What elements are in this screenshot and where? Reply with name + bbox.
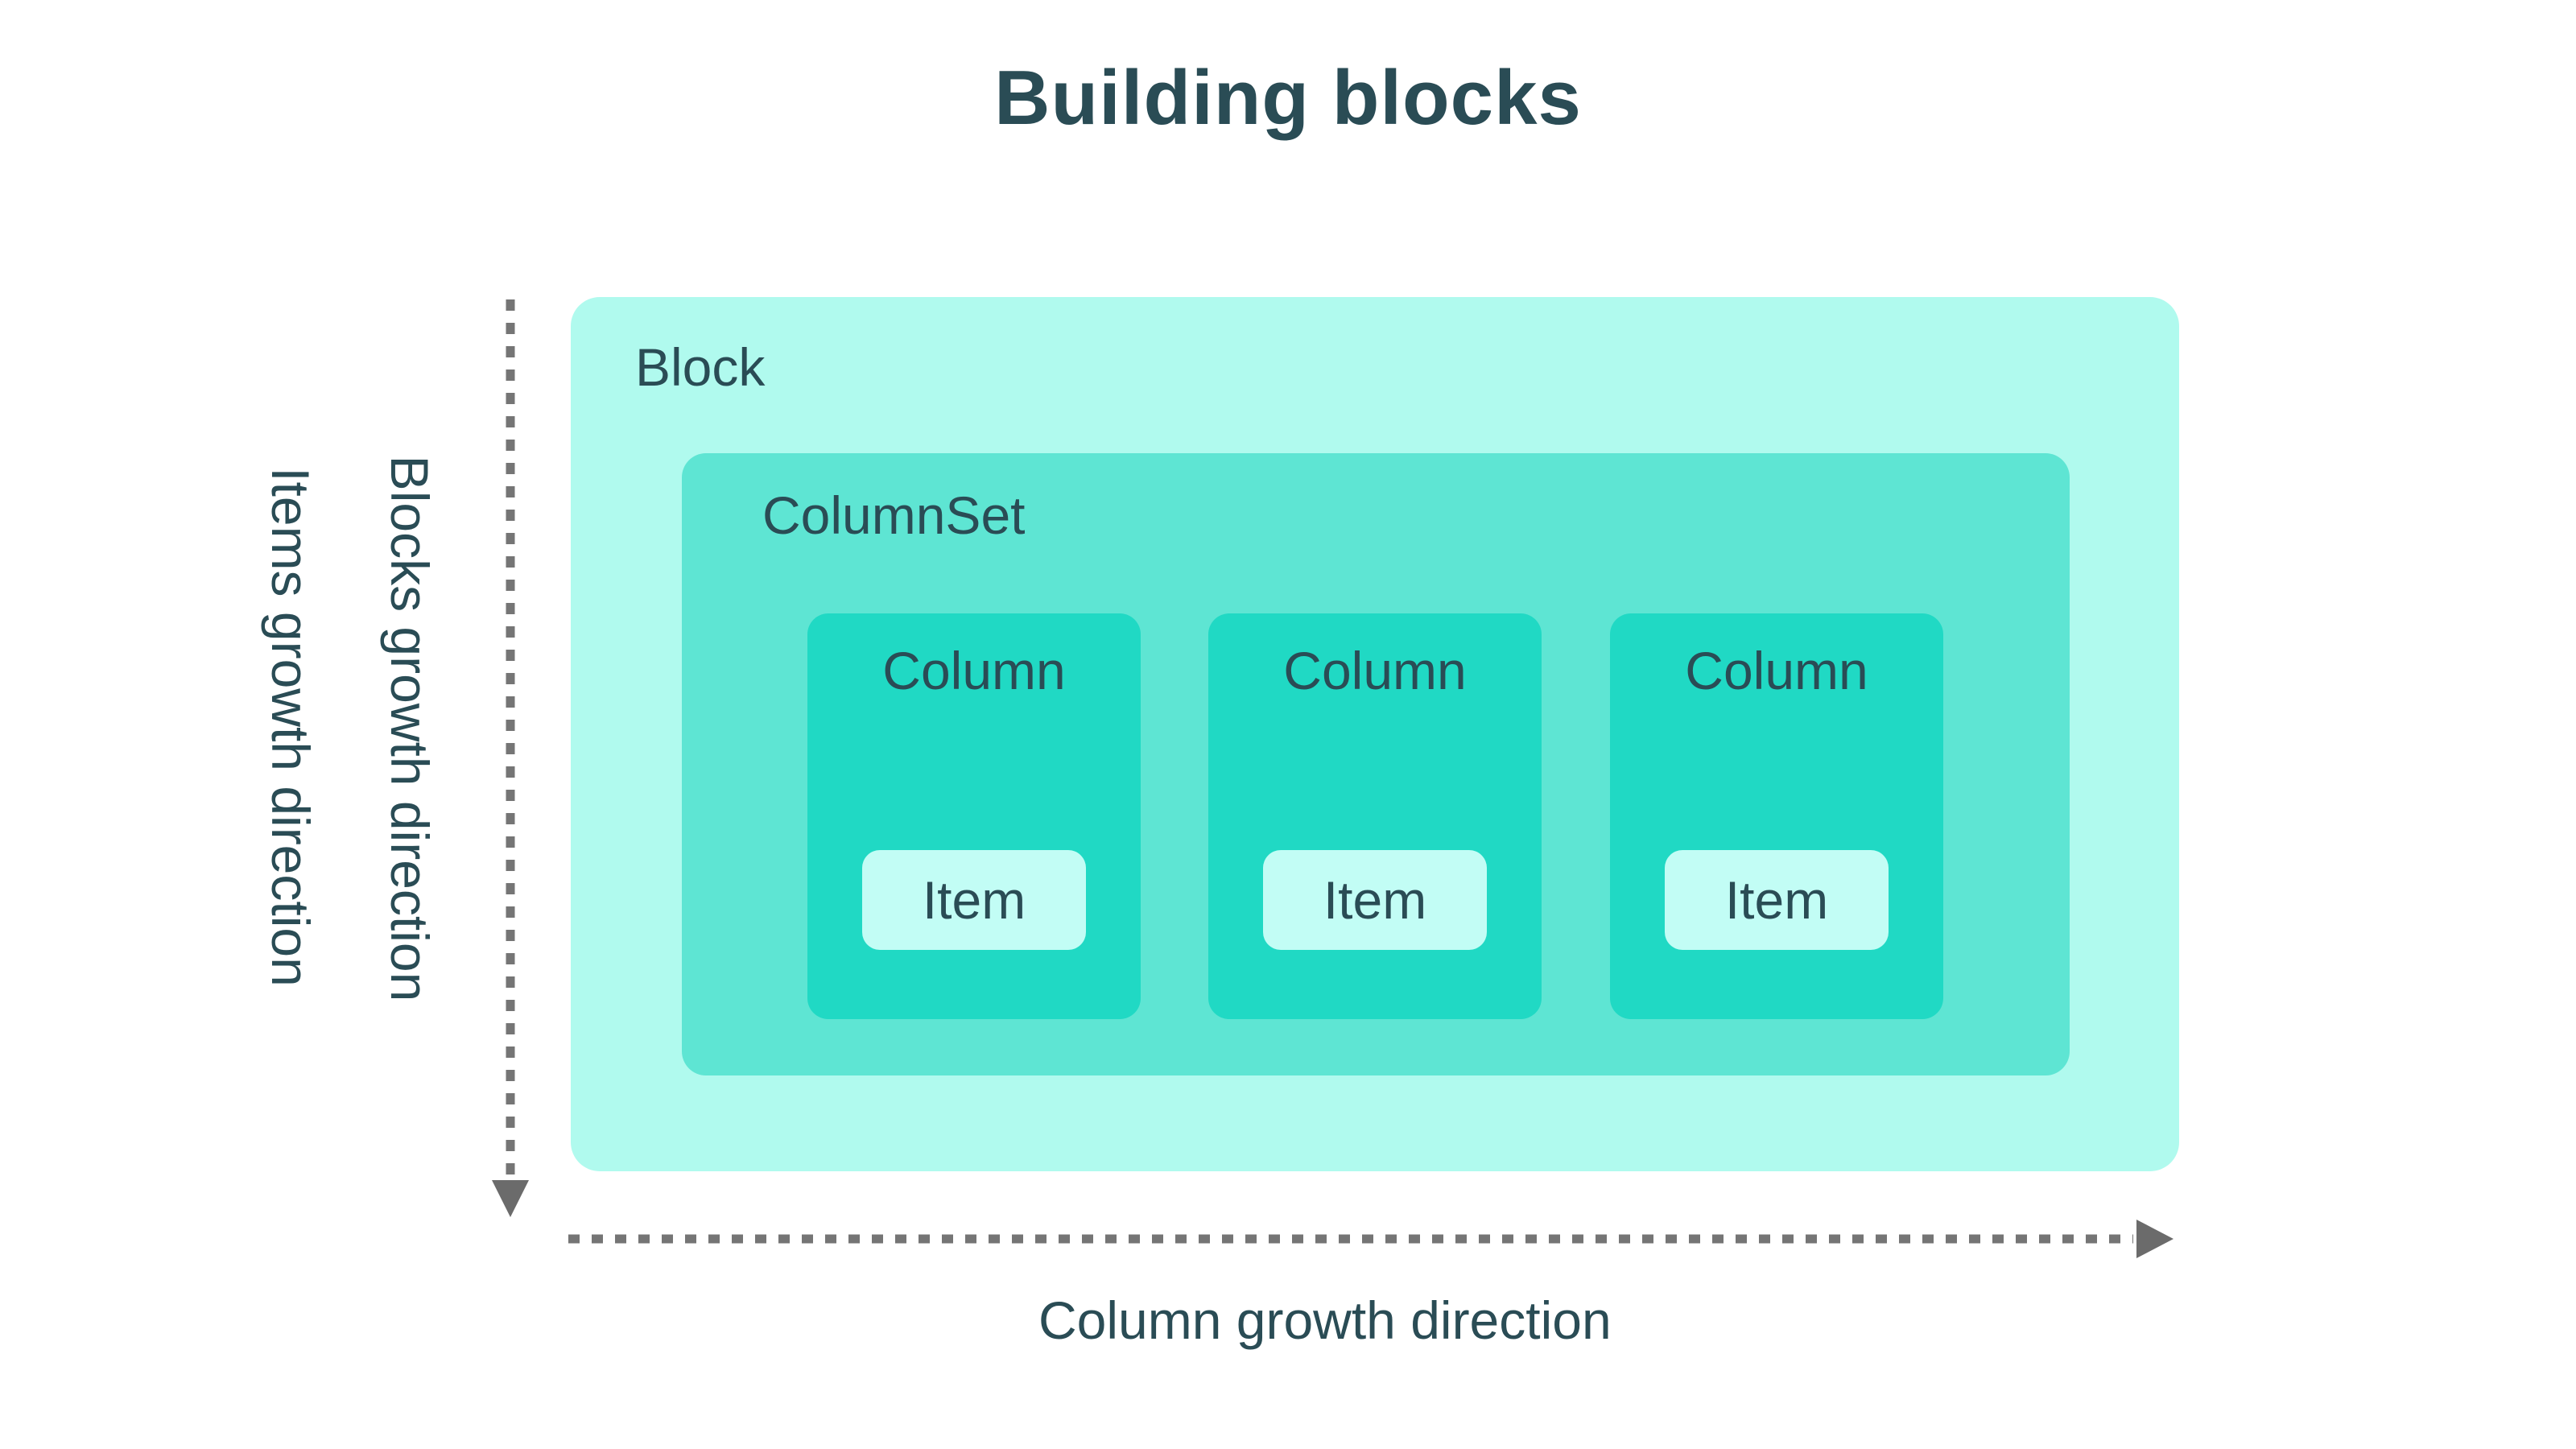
column-label: Column (882, 641, 1066, 700)
blocks-growth-direction-label: Blocks growth direction (380, 455, 440, 1002)
item-box: Item (862, 850, 1086, 950)
column-box: Column Item (1610, 613, 1943, 1019)
column-growth-direction-label: Column growth direction (1038, 1290, 1612, 1350)
item-label: Item (922, 870, 1026, 930)
blocks-growth-arrowhead-icon (492, 1180, 529, 1217)
page-title: Building blocks (994, 55, 1582, 141)
column-box: Column Item (1208, 613, 1542, 1019)
block-label: Block (635, 337, 766, 397)
item-label: Item (1323, 870, 1427, 930)
column-growth-arrowhead-icon (2136, 1220, 2174, 1258)
item-label: Item (1724, 870, 1829, 930)
column-label: Column (1283, 641, 1467, 700)
column-label: Column (1685, 641, 1868, 700)
item-box: Item (1665, 850, 1889, 950)
column-box: Column Item (807, 613, 1141, 1019)
items-growth-direction-label: Items growth direction (261, 467, 320, 987)
block-box: Block ColumnSet Column Item Column Item … (571, 297, 2179, 1171)
columnset-label: ColumnSet (762, 485, 1026, 545)
columnset-box: ColumnSet Column Item Column Item Column… (682, 453, 2070, 1075)
item-box: Item (1263, 850, 1487, 950)
